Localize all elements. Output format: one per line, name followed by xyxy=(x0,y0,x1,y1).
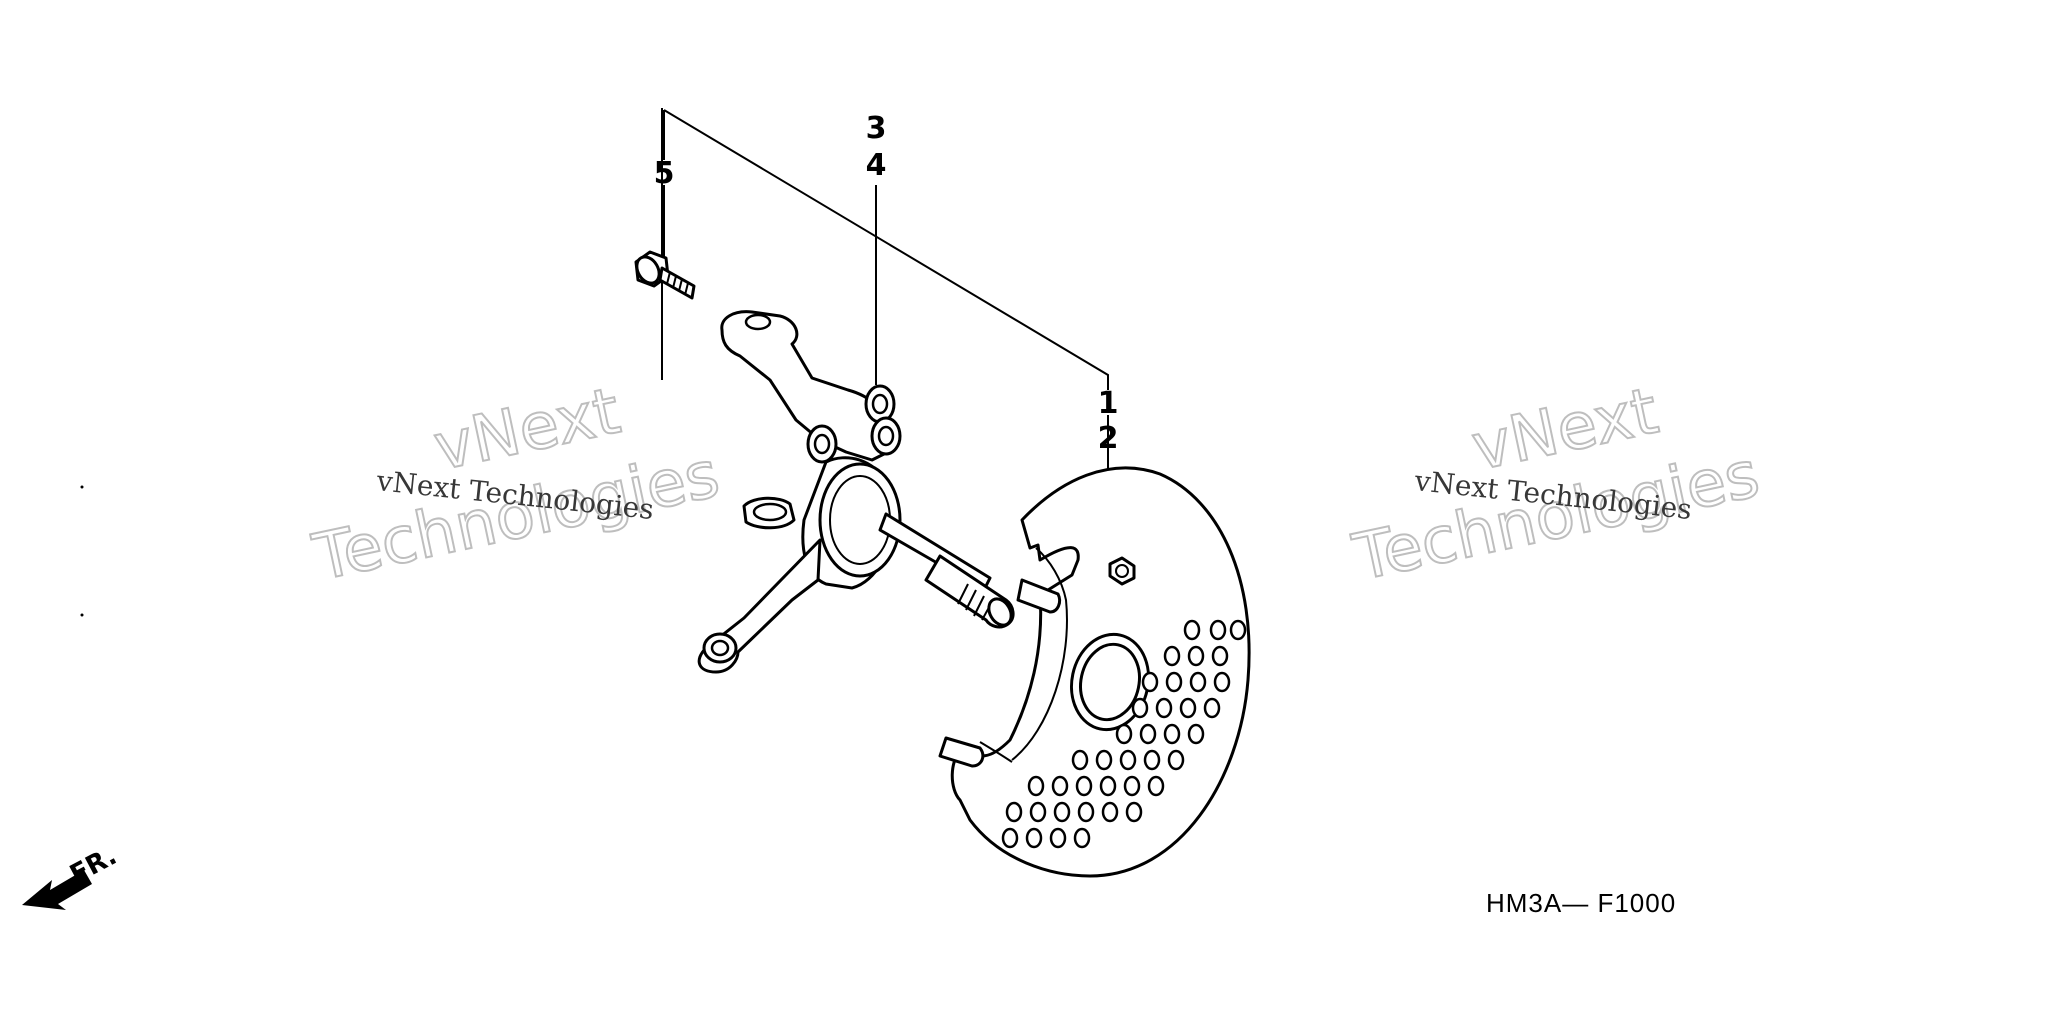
vent-hole xyxy=(1101,801,1119,823)
vent-hole xyxy=(1229,619,1247,641)
vent-hole xyxy=(1073,827,1091,849)
brake-panel-shield xyxy=(938,466,1251,878)
vent-hole xyxy=(1211,645,1229,667)
diagram-code: HM3A— F1000 xyxy=(1486,888,1676,918)
callout-part-3: 3 xyxy=(866,111,887,146)
front-direction-indicator: FR. xyxy=(22,841,122,910)
leader-line-1-2 xyxy=(663,109,1109,390)
vent-hole xyxy=(1163,723,1181,745)
vent-hole xyxy=(1163,645,1181,667)
vent-hole xyxy=(1077,801,1095,823)
vent-hole xyxy=(1027,775,1045,797)
vent-hole xyxy=(1029,801,1047,823)
vent-hole xyxy=(1213,671,1231,693)
vent-hole xyxy=(1119,749,1137,771)
flange-bolt xyxy=(634,250,696,300)
vent-hole xyxy=(1165,671,1183,693)
vent-hole xyxy=(1143,749,1161,771)
vent-hole xyxy=(1099,775,1117,797)
vent-hole xyxy=(1053,801,1071,823)
vent-hole xyxy=(1187,723,1205,745)
callout-part-1: 1 xyxy=(1098,386,1119,421)
vent-hole xyxy=(1141,671,1159,693)
vent-hole xyxy=(1203,697,1221,719)
callout-part-4: 4 xyxy=(866,148,887,183)
vent-hole xyxy=(1095,749,1113,771)
vent-hole xyxy=(1167,749,1185,771)
watermark-left: vNext Technologies vNext Technologies xyxy=(306,373,727,596)
vent-hole xyxy=(1139,723,1157,745)
callout-part-5: 5 xyxy=(654,156,675,191)
vent-hole xyxy=(1125,801,1143,823)
vent-hole xyxy=(1025,827,1043,849)
vent-hole xyxy=(1209,619,1227,641)
steering-knuckle xyxy=(697,310,1015,674)
vent-hole xyxy=(1155,697,1173,719)
vent-hole xyxy=(1183,619,1201,641)
callout-part-2: 2 xyxy=(1098,421,1119,456)
vent-hole xyxy=(1131,697,1149,719)
vent-hole xyxy=(1075,775,1093,797)
watermark-right: vNext Technologies vNext Technologies xyxy=(1346,373,1767,596)
vent-hole xyxy=(1005,801,1023,823)
shield-vent-holes xyxy=(1001,619,1247,849)
vent-hole xyxy=(1189,671,1207,693)
vent-hole xyxy=(1115,723,1133,745)
vent-hole xyxy=(1187,645,1205,667)
vent-hole xyxy=(1051,775,1069,797)
leader-lines xyxy=(661,108,1109,478)
vent-hole xyxy=(1001,827,1019,849)
vent-hole xyxy=(1179,697,1197,719)
vent-hole xyxy=(1123,775,1141,797)
front-arrow-icon xyxy=(22,870,92,910)
vent-hole xyxy=(1147,775,1165,797)
vent-hole xyxy=(1049,827,1067,849)
vent-hole xyxy=(1071,749,1089,771)
